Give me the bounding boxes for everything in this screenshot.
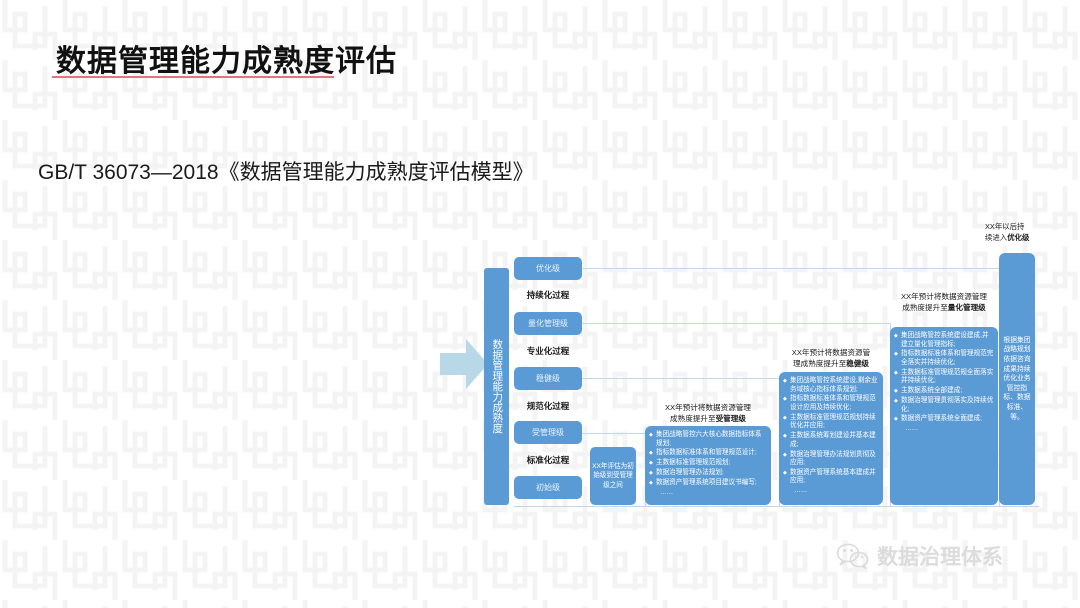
list-item: 集团战略管控系统建设建成,并建立量化管理指标; bbox=[894, 332, 994, 349]
list-item: 数据治理管理办法规划贯彻及应用; bbox=[783, 451, 879, 468]
stage-1-task-box[interactable]: 集团战略管控六大核心数据指标体系规划; 指标数据标准体系和管理规范设计; 主数据… bbox=[645, 426, 771, 505]
watermark-label: 数据治理体系 bbox=[877, 546, 1003, 569]
level-box-stable[interactable]: 稳健级 bbox=[514, 367, 582, 390]
list-item: 主数据系统筹划建设并基本建成; bbox=[783, 432, 879, 449]
process-label-standardized: 标准化过程 bbox=[526, 455, 570, 465]
axis-label-maturity: 数据管理能力成熟度 bbox=[484, 268, 509, 505]
list-item: 主数据标准管理规范规全面落实并持续优化; bbox=[894, 369, 994, 386]
final-stage-task-box[interactable]: 根据集团战略规划依据咨询成果持续优化业务管控指标、数据标准、等。 bbox=[999, 253, 1035, 505]
process-label-normative: 规范化过程 bbox=[526, 401, 570, 411]
list-item: 指标数据标准体系和管理规范设计应用及持续优化; bbox=[783, 395, 879, 412]
list-item: …… bbox=[660, 488, 674, 496]
list-item: 数据资产管理系统基本建成并应用; bbox=[783, 469, 879, 486]
list-item: 数据资产管理系统项目建议书编写; bbox=[649, 479, 767, 488]
stage-1-caption-target: 受管理级 bbox=[715, 413, 746, 423]
final-stage-caption: XX年以后持 续进入优化级 bbox=[985, 222, 1053, 243]
guide-line-optimizing bbox=[582, 268, 1000, 269]
right-arrow-icon bbox=[440, 339, 488, 389]
stage-2-caption-target: 稳健级 bbox=[846, 358, 869, 368]
stage-1-caption-line2-prefix: 成熟度提升至 bbox=[670, 413, 716, 423]
final-caption-line2-prefix: 续进入 bbox=[985, 232, 1008, 242]
stage-2-task-box[interactable]: 集团战略管控系统建设,剩余业务域核心指标体系规划; 指标数据标准体系和管理规范设… bbox=[779, 372, 883, 505]
guide-line-quantified bbox=[582, 323, 890, 324]
stage-2-caption-line2-prefix: 理成熟度提升至 bbox=[793, 358, 847, 368]
stage-3-caption-line1: XX年预计将数据资源管理 bbox=[900, 292, 988, 301]
list-item: 数据治理管理贯彻落实及持续优化; bbox=[894, 397, 994, 414]
final-caption-target: 优化级 bbox=[1007, 232, 1030, 242]
level-box-quantified[interactable]: 量化管理级 bbox=[514, 312, 582, 335]
stage-3-caption: XX年预计将数据资源管理 成熟度提升至量化管理级 bbox=[890, 292, 998, 313]
stage-1-task-list: 集团战略管控六大核心数据指标体系规划; 指标数据标准体系和管理规范设计; 主数据… bbox=[649, 431, 767, 497]
list-item: 指标数据标准体系和管理规范完全落实并持续优化; bbox=[894, 350, 994, 367]
watermark: 数据治理体系 bbox=[836, 541, 1003, 571]
list-item: 主数据系统全部建成; bbox=[894, 387, 994, 396]
list-item: 集团战略管控六大核心数据指标体系规划; bbox=[649, 431, 767, 448]
guide-line-stable bbox=[582, 378, 779, 379]
final-caption-line1: XX年以后持 bbox=[985, 222, 1025, 231]
list-item: 数据治理管理办法规划; bbox=[649, 469, 767, 478]
current-evaluation-note[interactable]: XX年评估为初始级到受管理级之间 bbox=[590, 447, 636, 505]
process-label-continuous: 持续化过程 bbox=[526, 290, 570, 300]
stage-2-caption: XX年预计将数据资源管 理成熟度提升至稳健级 bbox=[779, 348, 883, 369]
level-box-managed[interactable]: 受管理级 bbox=[514, 421, 582, 444]
list-item: 主数据标准管理规范规划; bbox=[649, 459, 767, 468]
list-item: …… bbox=[905, 425, 919, 433]
list-item: 数据资产管理系统全面建成; bbox=[894, 415, 994, 424]
list-item: …… bbox=[794, 487, 808, 495]
level-box-initial[interactable]: 初始级 bbox=[514, 476, 582, 499]
stage-1-caption: XX年预计将数据资源管理 成熟度提升至受管理级 bbox=[645, 403, 771, 424]
list-item: 集团战略管控系统建设,剩余业务域核心指标体系规划; bbox=[783, 377, 879, 394]
wechat-icon bbox=[836, 543, 869, 569]
stage-3-caption-line2-prefix: 成熟度提升至 bbox=[902, 302, 948, 312]
stage-3-caption-target: 量化管理级 bbox=[947, 302, 986, 312]
baseline bbox=[514, 506, 1039, 507]
stage-2-caption-line1: XX年预计将数据资源管 bbox=[791, 348, 871, 357]
stage-2-task-list: 集团战略管控系统建设,剩余业务域核心指标体系规划; 指标数据标准体系和管理规范设… bbox=[783, 377, 879, 496]
stage-3-task-list: 集团战略管控系统建设建成,并建立量化管理指标; 指标数据标准体系和管理规范完全落… bbox=[894, 332, 994, 434]
stage-1-caption-line1: XX年预计将数据资源管理 bbox=[664, 403, 752, 412]
level-box-optimizing[interactable]: 优化级 bbox=[514, 257, 582, 280]
list-item: 指标数据标准体系和管理规范设计; bbox=[649, 449, 767, 458]
guide-line-managed bbox=[582, 433, 645, 434]
stage-3-task-box[interactable]: 集团战略管控系统建设建成,并建立量化管理指标; 指标数据标准体系和管理规范完全落… bbox=[890, 327, 998, 505]
list-item: 主数据标准管理规范规划持续优化并应用; bbox=[783, 414, 879, 431]
process-label-professional: 专业化过程 bbox=[526, 346, 570, 356]
